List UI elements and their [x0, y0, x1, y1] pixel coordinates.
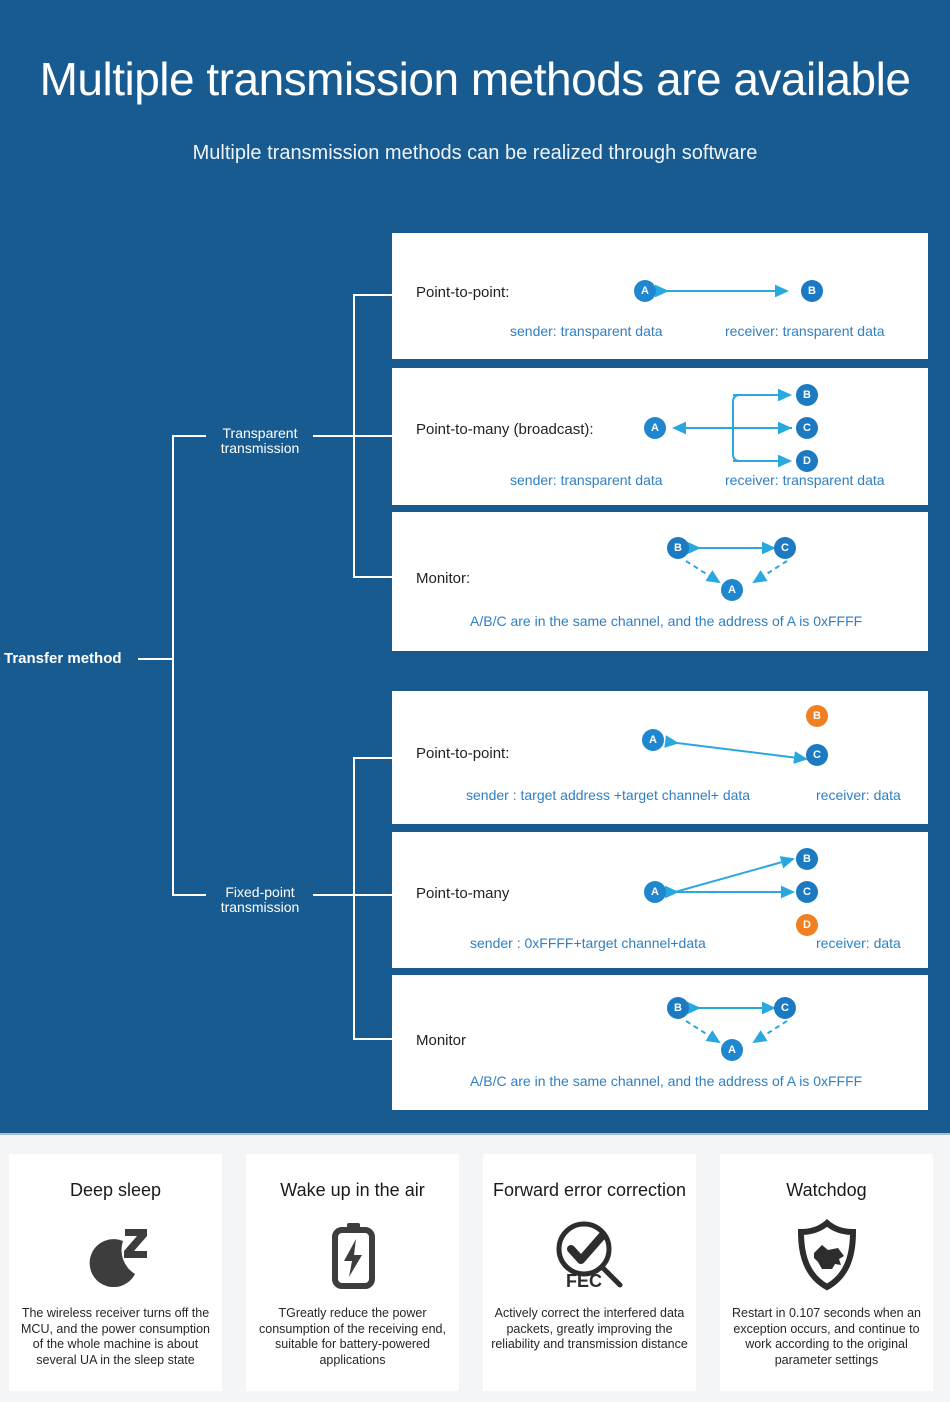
receiver-note: receiver: transparent data — [725, 323, 885, 339]
card-label: Point-to-point: — [416, 745, 510, 762]
page-subtitle: Multiple transmission methods can be rea… — [192, 142, 758, 164]
feature-title: Forward error correction — [492, 1180, 687, 1200]
tree-subtrunk-fixed — [353, 757, 355, 1038]
node-b: B — [806, 705, 828, 727]
feature-title: Wake up in the air — [280, 1180, 425, 1200]
battery-bolt-icon — [246, 1216, 459, 1294]
feature-card-watchdog: Watchdog Restart in 0.107 seconds when a… — [720, 1154, 933, 1391]
svg-text:FEC: FEC — [566, 1271, 602, 1291]
tree-branch-fixed — [172, 894, 206, 896]
feature-description: Actively correct the interfered data pac… — [491, 1306, 688, 1351]
tree-root-label: Transfer method — [4, 650, 122, 667]
node-b: B — [801, 280, 823, 302]
shield-dog-icon — [720, 1216, 933, 1294]
broadcast-diagram — [672, 388, 792, 468]
tree-branch-transparent — [172, 435, 206, 437]
receiver-note: receiver: transparent data — [725, 472, 885, 488]
node-d: D — [796, 450, 818, 472]
feature-description: TGreatly reduce the power consumption of… — [259, 1306, 446, 1367]
card-label: Monitor: — [416, 570, 471, 587]
node-c: C — [796, 417, 818, 439]
node-a: A — [644, 881, 666, 903]
feature-description: The wireless receiver turns off the MCU,… — [21, 1306, 210, 1367]
card-fixed-point-to-many: Point-to-many A B C D sender : 0 — [392, 832, 928, 968]
sender-note: sender: transparent data — [510, 323, 663, 339]
page-title: Multiple transmission methods are availa… — [39, 53, 911, 105]
node-a: A — [644, 417, 666, 439]
point-to-point-diagram — [655, 284, 789, 298]
node-b: B — [796, 848, 818, 870]
card-fixed-monitor: Monitor B C A A/B/C are in the same chan… — [392, 975, 928, 1110]
tree-leaf-t1 — [353, 294, 392, 296]
node-a: A — [721, 579, 743, 601]
node-c: C — [796, 881, 818, 903]
node-c: C — [774, 537, 796, 559]
monitor-diagram — [685, 541, 788, 584]
tree-trunk — [172, 435, 174, 895]
feature-title: Watchdog — [786, 1180, 867, 1200]
node-b: B — [667, 997, 689, 1019]
feature-card-deep-sleep: Deep sleep The wireless receiver turns o… — [9, 1154, 222, 1391]
node-a: A — [642, 729, 664, 751]
node-d: D — [796, 914, 818, 936]
feature-title: Deep sleep — [69, 1180, 162, 1200]
transmission-methods-panel: Multiple transmission methods are availa… — [0, 0, 950, 1133]
node-a: A — [721, 1039, 743, 1061]
node-c: C — [774, 997, 796, 1019]
card-label: Point-to-point: — [416, 284, 510, 301]
feature-description: Restart in 0.107 seconds when an excepti… — [731, 1306, 921, 1367]
card-label: Point-to-many — [416, 885, 510, 902]
feature-strip: Deep sleep The wireless receiver turns o… — [0, 1133, 950, 1402]
card-label: Point-to-many (broadcast): — [416, 421, 594, 438]
receiver-note: receiver: data — [816, 787, 901, 803]
monitor-note: A/B/C are in the same channel, and the a… — [470, 613, 863, 629]
tree-leaf-f2 — [353, 894, 392, 896]
node-b: B — [796, 384, 818, 406]
tree-root-stub — [138, 658, 174, 660]
card-transparent-point-to-point: Point-to-point: A B sender: transparent … — [392, 233, 928, 359]
card-label: Monitor — [416, 1032, 467, 1049]
feature-card-fec: Forward error correction FEC Actively co… — [483, 1154, 696, 1391]
tree-leaf-f3 — [353, 1038, 392, 1040]
monitor-note: A/B/C are in the same channel, and the a… — [470, 1073, 863, 1089]
tree-link-fixed-sub — [313, 894, 353, 896]
fec-magnifier-check-icon: FEC — [483, 1216, 696, 1294]
tree-leaf-f1 — [353, 757, 392, 759]
fixed-point-to-many-diagram — [665, 856, 795, 899]
fixed-monitor-diagram — [685, 1001, 788, 1044]
tree-leaf-t2 — [353, 435, 392, 437]
sender-note: sender: transparent data — [510, 472, 663, 488]
card-fixed-point-to-point: Point-to-point: A B C sender : target ad… — [392, 691, 928, 824]
sender-note: sender : target address +target channel+… — [466, 787, 751, 803]
fixed-point-to-point-diagram — [664, 735, 808, 764]
tree-leaf-t3 — [353, 576, 392, 578]
node-b: B — [667, 537, 689, 559]
card-transparent-point-to-many: Point-to-many (broadcast): A B — [392, 368, 928, 505]
moon-z-icon — [9, 1216, 222, 1294]
tree-link-transparent-sub — [313, 435, 353, 437]
node-a: A — [634, 280, 656, 302]
node-c: C — [806, 744, 828, 766]
tree-label-transparent: Transparent transmission — [220, 425, 300, 456]
receiver-note: receiver: data — [816, 935, 901, 951]
tree-label-fixed: Fixed-point transmission — [220, 884, 300, 915]
card-transparent-monitor: Monitor: B C A A/B/C are in the same cha… — [392, 512, 928, 651]
feature-card-wake-up: Wake up in the air TGreatly reduce the p… — [246, 1154, 459, 1391]
sender-note: sender : 0xFFFF+target channel+data — [470, 935, 706, 951]
